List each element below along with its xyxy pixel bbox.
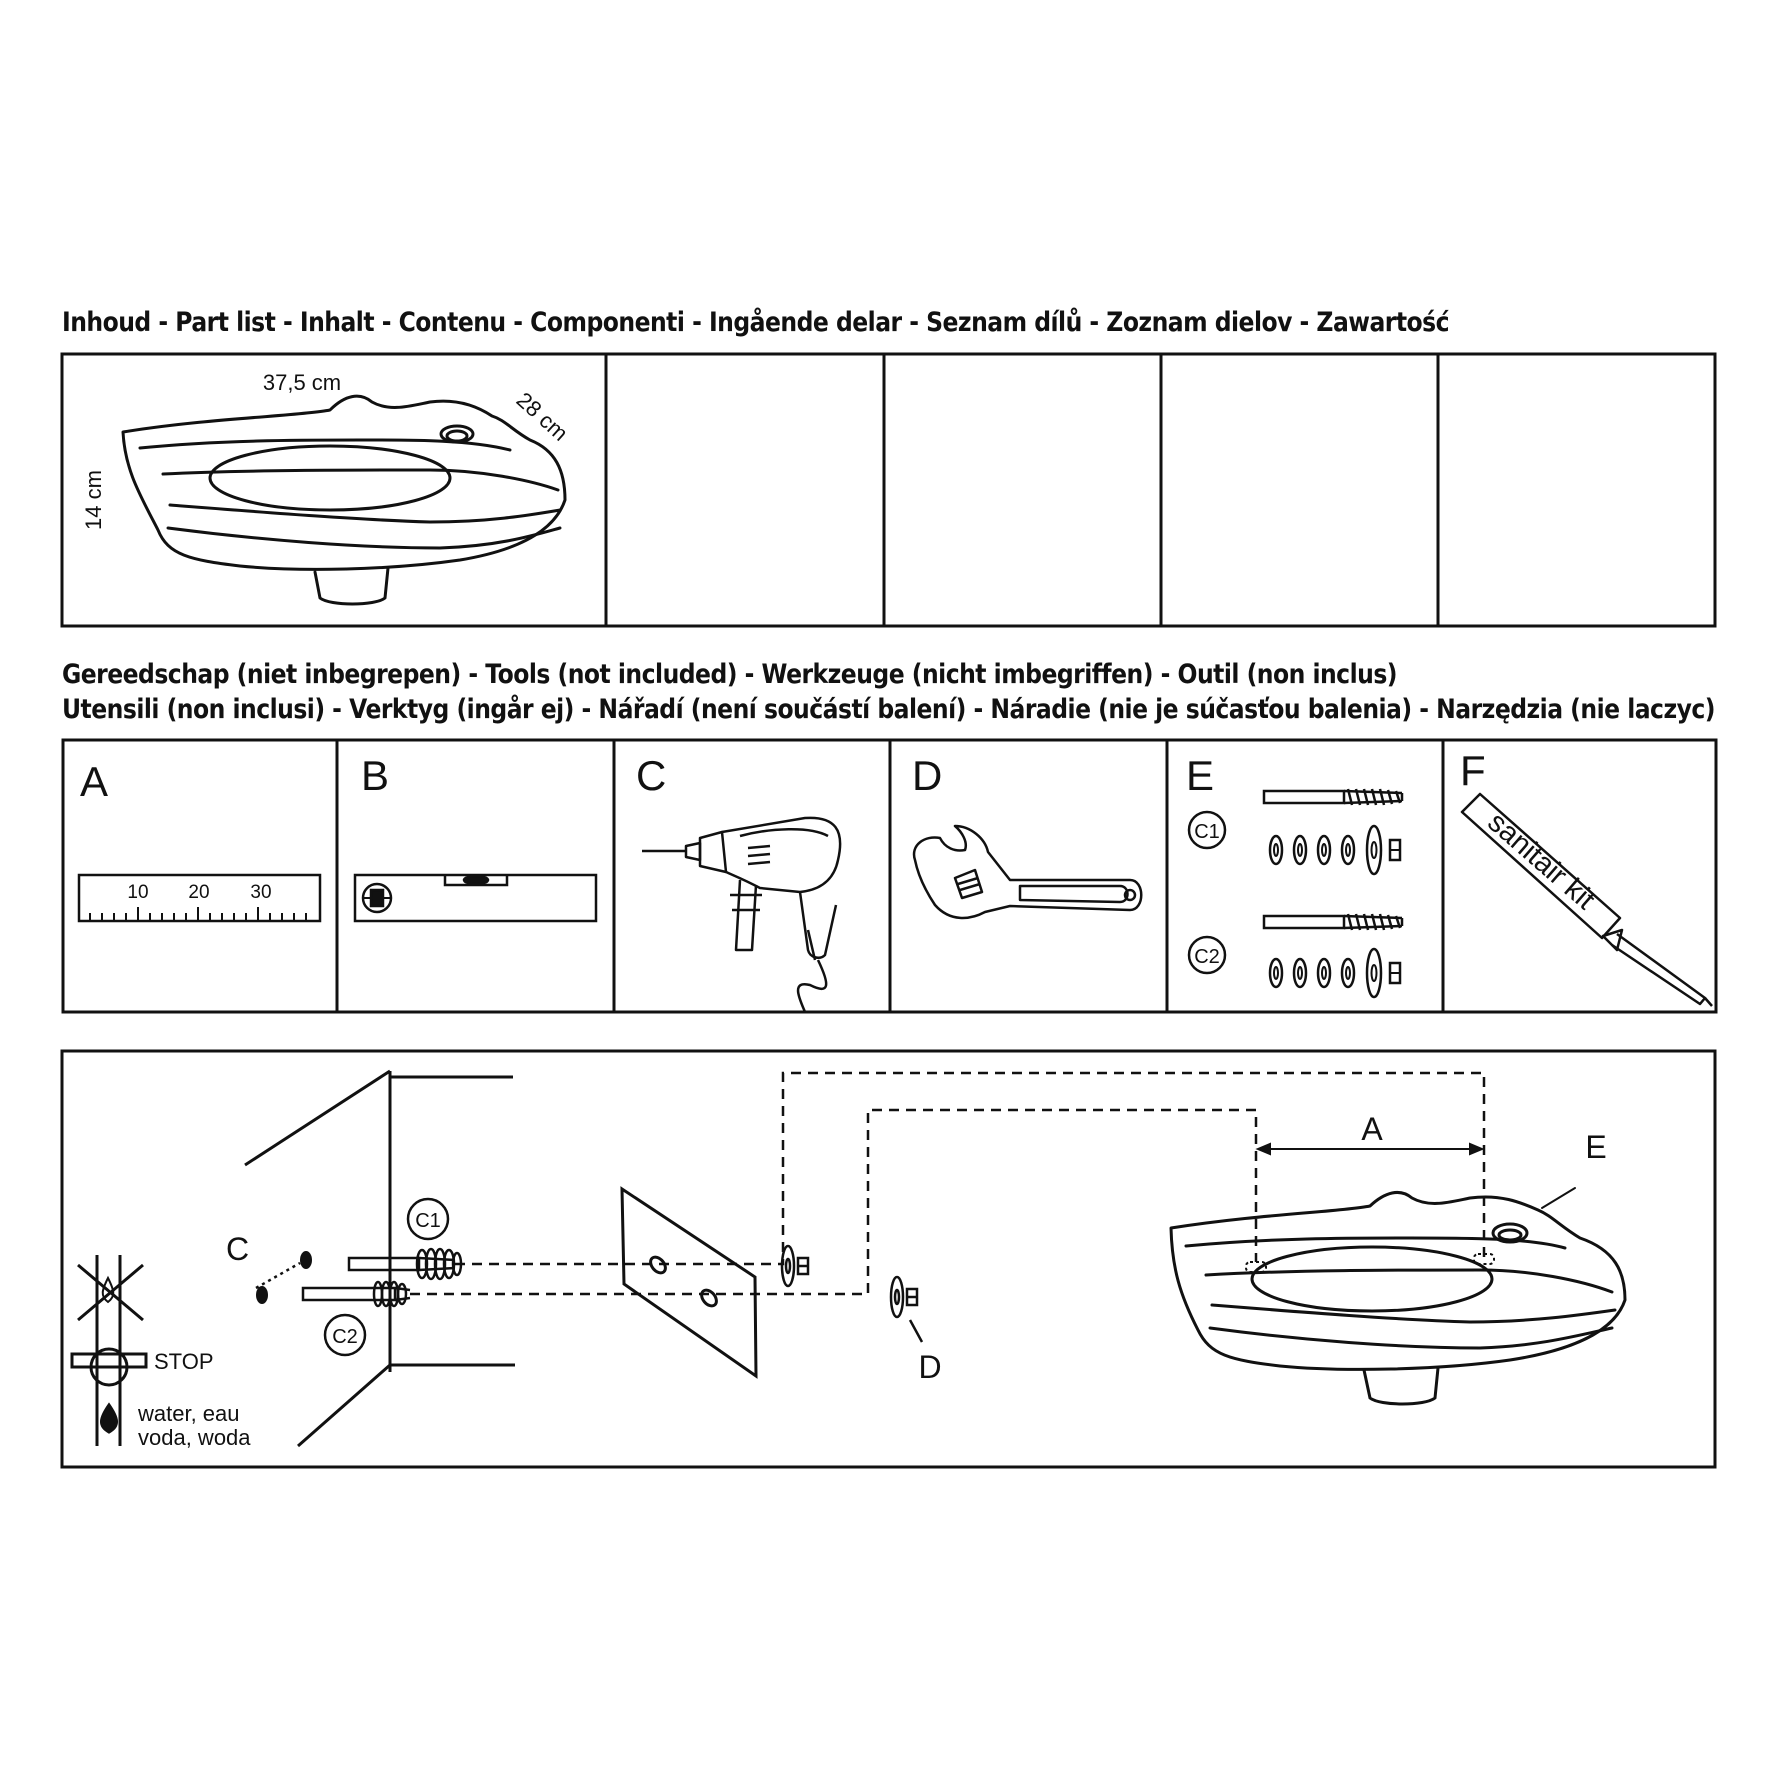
tool-c-letter: C [636, 752, 666, 799]
drill-hole-label-c: C [226, 1231, 249, 1267]
assembly-panel [60, 1049, 1717, 1469]
wall-bolt-c1 [347, 1247, 463, 1281]
depth-dimension: 28 cm [512, 387, 573, 446]
height-dimension: 14 cm [81, 470, 106, 530]
fixing-kit-c2: C2 [1187, 912, 1404, 999]
width-dimension: 37,5 cm [263, 370, 341, 395]
water-shutoff-warning [70, 1255, 148, 1446]
drill-icon [642, 816, 842, 1013]
washbasin-drawing [121, 394, 567, 606]
tools-table [61, 738, 1718, 1014]
fixing-kit-c1: C1 [1187, 787, 1404, 876]
measuring-tape-icon [77, 873, 322, 923]
tape-tick-30: 30 [250, 882, 271, 903]
water-label-line2: voda, woda [138, 1425, 251, 1450]
tape-tick-20: 20 [188, 882, 209, 903]
kit-c2-label: C2 [1194, 946, 1220, 968]
tool-a-letter: A [80, 758, 108, 805]
drill-hole-lower [256, 1286, 268, 1304]
tools-heading-line1: Gereedschap (niet inbegrepen) - Tools (n… [62, 659, 1398, 690]
wrench-label-d: D [918, 1349, 941, 1385]
sealant-tube-icon [1460, 792, 1713, 1007]
drill-hole-upper [300, 1251, 312, 1269]
callout-c2 [323, 1313, 367, 1357]
basin-label-e: E [1585, 1129, 1606, 1165]
parts-list-heading: Inhoud - Part list - Inhalt - Contenu - … [62, 307, 1450, 338]
parts-list-table [60, 352, 1717, 628]
tool-b-letter: B [361, 752, 389, 799]
tool-f-letter: F [1460, 747, 1486, 794]
kit-c1-label: C1 [1194, 821, 1220, 843]
callout-c1 [406, 1197, 450, 1241]
mounting-plate [620, 1186, 758, 1379]
tool-d-letter: D [912, 752, 942, 799]
stop-label: STOP [154, 1349, 214, 1374]
hole-distance-a [1255, 1142, 1485, 1156]
wall-bolt-c2 [301, 1280, 411, 1308]
wall-drawing [244, 1069, 515, 1448]
alignment-dashed-lines [410, 1071, 1486, 1296]
tools-heading-line2: Utensili (non inclusi) - Verktyg (ingår … [62, 694, 1716, 725]
tape-tick-10: 10 [127, 882, 148, 903]
callout-c2-label: C2 [332, 1326, 358, 1348]
callout-c1-label: C1 [415, 1210, 441, 1232]
spirit-level-icon [353, 873, 598, 923]
assembly-washbasin [1169, 1187, 1627, 1406]
distance-label-a: A [1361, 1111, 1383, 1147]
nut-washer-upper [780, 1244, 810, 1288]
nut-washer-lower [889, 1275, 924, 1343]
adjustable-wrench-icon [912, 824, 1143, 920]
sealant-tube-label: sanitair kit [1481, 806, 1601, 916]
water-label-line1: water, eau [137, 1401, 240, 1426]
tool-e-letter: E [1186, 752, 1214, 799]
basin-mounting-holes [1245, 1253, 1495, 1273]
